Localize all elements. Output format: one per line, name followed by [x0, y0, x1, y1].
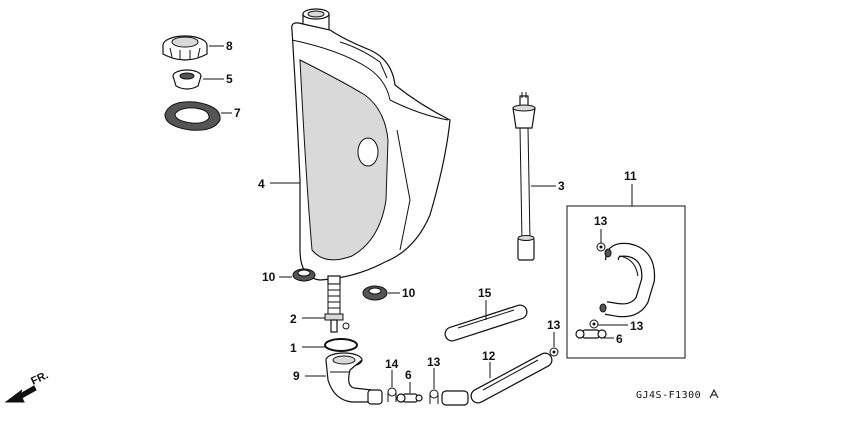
part-11-tube [599, 242, 656, 318]
part-9-elbow [325, 352, 383, 405]
part-1-o-ring [324, 338, 358, 352]
callout-14: 14 [385, 357, 399, 371]
part-2-strainer [324, 283, 350, 333]
part-4-fuel-tank [291, 8, 451, 285]
callout-8: 8 [226, 39, 233, 53]
callout-3: 3 [558, 179, 565, 193]
part-13-clip-box [589, 319, 599, 329]
callout-11: 11 [624, 169, 637, 183]
callout-9: 9 [293, 369, 300, 383]
direction-arrow-icon [4, 385, 37, 403]
callout-13c: 13 [547, 318, 561, 332]
direction-label: FR. [29, 369, 50, 387]
diagram-code-suffix-icon [709, 388, 719, 399]
part-14-clip [387, 387, 397, 402]
callout-5: 5 [226, 72, 233, 86]
part-13-clip-mid [549, 347, 559, 357]
part-10-grommet-left [292, 268, 316, 282]
callout-10b: 10 [402, 286, 416, 300]
part-7-packing [164, 101, 221, 131]
part-3-fuel-unit [512, 92, 536, 261]
callout-13b: 13 [630, 319, 644, 333]
callout-7: 7 [234, 106, 241, 120]
part-6-joint-box [575, 329, 607, 339]
callout-6a: 6 [616, 332, 623, 346]
callout-13d: 13 [427, 355, 441, 369]
callout-15: 15 [478, 286, 492, 300]
callout-12: 12 [482, 349, 496, 363]
part-13-clip-bottom [429, 389, 439, 404]
callout-2: 2 [290, 312, 297, 326]
part-5-strainer [172, 69, 202, 90]
part-13-clip-top [596, 242, 606, 252]
part-10-grommet-right [362, 285, 388, 301]
callout-10a: 10 [262, 270, 276, 284]
callout-4: 4 [258, 177, 265, 191]
part-8-filler-cap [162, 35, 208, 61]
callout-13a: 13 [594, 214, 608, 228]
part-11-group-box [566, 205, 686, 359]
part-tube-short [441, 390, 469, 406]
callout-6b: 6 [405, 368, 412, 382]
diagram-code: GJ4S-F1300 [636, 390, 701, 401]
callout-1: 1 [290, 341, 297, 355]
part-12-tube [470, 352, 553, 404]
part-6-joint-bottom [396, 393, 423, 403]
